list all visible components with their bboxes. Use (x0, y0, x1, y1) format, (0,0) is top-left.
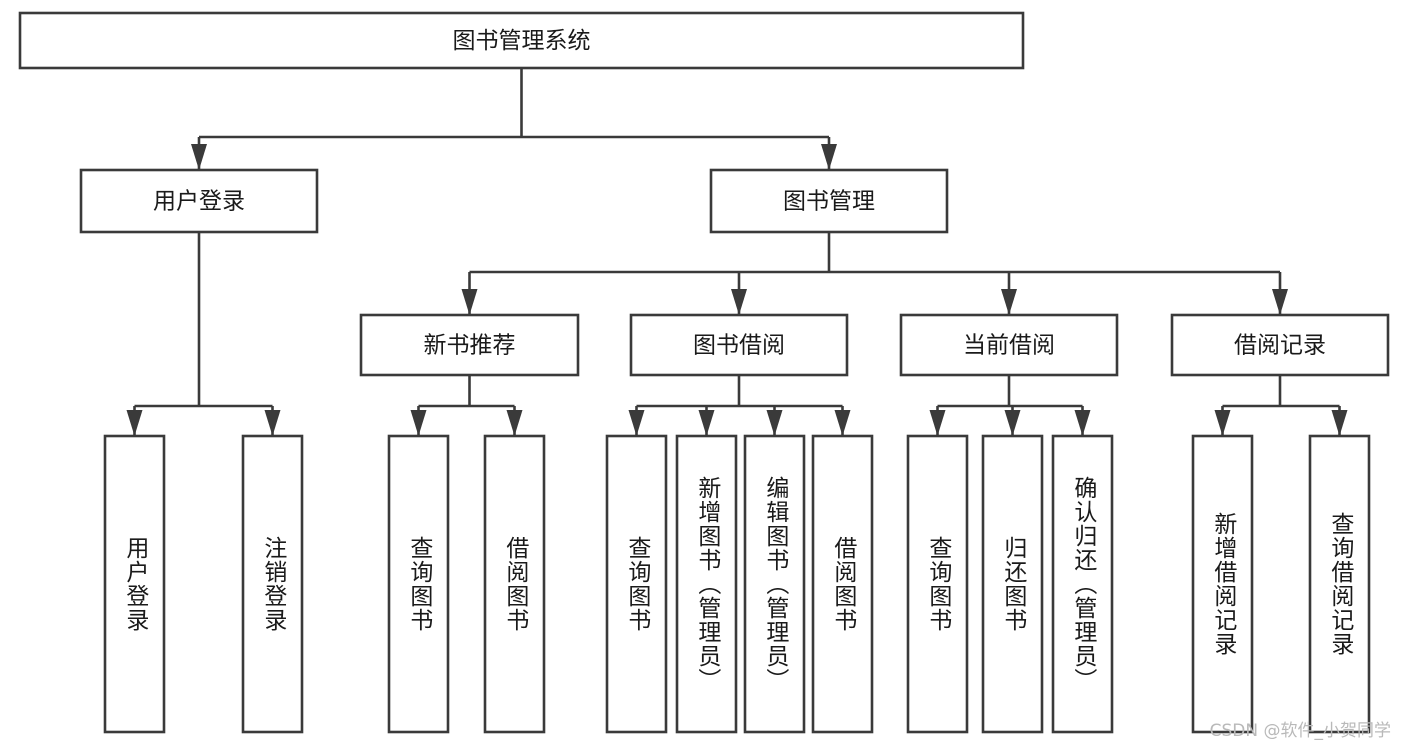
arrow-head-leaf-query-book-rec (410, 410, 427, 436)
arrow-head-book-manage (821, 144, 837, 170)
arrow-head-leaf-logout-login (264, 410, 281, 436)
node-box-new-book-recommend[interactable] (359, 313, 580, 377)
arrow-head-leaf-borrow-book-rec (506, 410, 523, 436)
node-box-borrow-record[interactable] (1170, 313, 1390, 377)
node-box-book-manage[interactable] (709, 168, 949, 234)
node-box-leaf-user-login[interactable] (103, 434, 166, 734)
arrow-head-current-borrow (1001, 289, 1017, 315)
node-label-current-borrow: 当前借阅 (963, 333, 1055, 359)
node-box-leaf-add-borrow-record[interactable] (1191, 434, 1254, 734)
arrow-head-leaf-query-book-current (929, 410, 946, 436)
node-label-new-book-recommend: 新书推荐 (424, 333, 516, 359)
node-box-leaf-query-book-rec[interactable] (387, 434, 450, 734)
node-box-leaf-edit-book-admin[interactable] (743, 434, 806, 734)
node-label-borrow-record: 借阅记录 (1234, 333, 1326, 359)
node-box-book-borrow[interactable] (629, 313, 849, 377)
node-label-book-manage: 图书管理 (783, 189, 875, 215)
node-box-user-login[interactable] (79, 168, 319, 234)
node-label-book-borrow: 图书借阅 (693, 333, 785, 359)
node-box-leaf-query-book-borrow[interactable] (605, 434, 668, 734)
node-box-leaf-query-book-current[interactable] (906, 434, 969, 734)
node-box-leaf-add-book-admin[interactable] (675, 434, 738, 734)
watermark: CSDN @软件_小贺同学 (1209, 721, 1391, 741)
node-box-current-borrow[interactable] (899, 313, 1119, 377)
arrow-head-leaf-confirm-return-admin (1074, 410, 1091, 436)
node-label-user-login: 用户登录 (153, 189, 245, 215)
arrow-head-leaf-add-borrow-record (1214, 410, 1231, 436)
arrow-head-leaf-edit-book-admin (766, 410, 783, 436)
arrow-head-new-book-recommend (461, 289, 478, 315)
arrow-head-leaf-return-book (1004, 410, 1021, 436)
node-box-leaf-confirm-return-admin[interactable] (1051, 434, 1114, 734)
connector-layer (126, 68, 1348, 436)
node-label-root: 图书管理系统 (453, 28, 591, 54)
arrow-head-leaf-query-book-borrow (628, 410, 645, 436)
arrow-head-borrow-record (1272, 289, 1288, 315)
node-box-leaf-borrow-book[interactable] (811, 434, 874, 734)
arrow-head-leaf-query-borrow-record (1331, 410, 1348, 436)
node-box-leaf-query-borrow-record[interactable] (1308, 434, 1371, 734)
arrow-head-leaf-borrow-book (834, 410, 851, 436)
node-box-leaf-logout-login[interactable] (241, 434, 304, 734)
node-box-root[interactable] (18, 11, 1025, 70)
arrow-head-leaf-add-book-admin (698, 410, 715, 436)
arrow-head-user-login (191, 144, 207, 170)
arrow-head-leaf-user-login (126, 410, 143, 436)
node-box-leaf-return-book[interactable] (981, 434, 1044, 734)
node-box-layer (18, 11, 1390, 734)
node-box-leaf-borrow-book-rec[interactable] (483, 434, 546, 734)
arrow-head-book-borrow (731, 289, 747, 315)
